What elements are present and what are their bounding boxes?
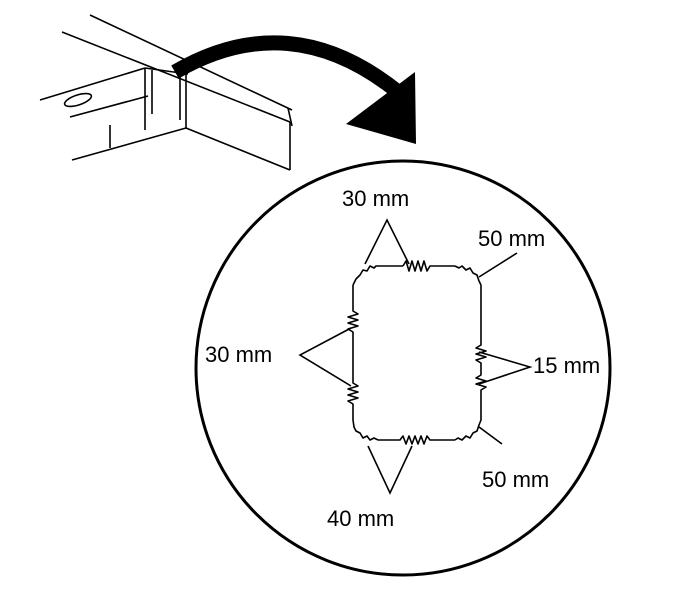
label-bottom-40mm: 40 mm bbox=[327, 506, 395, 531]
label-top-30mm: 30 mm bbox=[342, 186, 410, 211]
label-left-30mm: 30 mm bbox=[205, 342, 273, 367]
weld-outline bbox=[347, 260, 487, 445]
label-bottom-right-50mm: 50 mm bbox=[482, 467, 550, 492]
detail-circle bbox=[194, 159, 612, 577]
curved-arrow bbox=[171, 35, 416, 144]
label-right-15mm: 15 mm bbox=[533, 353, 601, 378]
frame-rail-sketch bbox=[39, 14, 293, 171]
label-top-right-50mm: 50 mm bbox=[478, 226, 546, 251]
dimension-pointers bbox=[298, 218, 533, 495]
